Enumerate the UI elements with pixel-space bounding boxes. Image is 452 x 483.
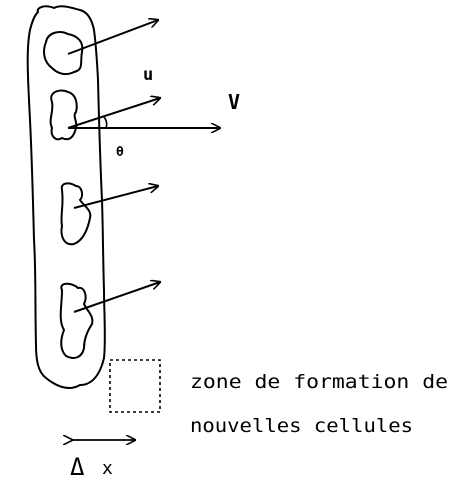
- cell-1-arrow: [67, 20, 158, 55]
- delta-x-label: x: [102, 458, 113, 479]
- label-v: V: [228, 90, 240, 114]
- cell-2: [49, 89, 78, 141]
- cell-4-arrow: [73, 282, 160, 313]
- zone-label-line2: nouvelles cellules: [190, 415, 413, 437]
- theta-angle-arc: [103, 116, 108, 129]
- label-u: u: [143, 65, 153, 85]
- zone-label-line1: zone de formation de: [190, 371, 448, 393]
- cell-3-arrow: [73, 186, 158, 209]
- cell-1: [43, 31, 84, 76]
- new-cell-zone-box: [109, 359, 161, 413]
- delta-symbol: Δ: [70, 453, 85, 481]
- cell-2-velocity-u-arrow: [67, 98, 160, 129]
- label-theta: θ: [116, 145, 124, 160]
- cell-4: [59, 282, 94, 359]
- storm-outline: [26, 5, 106, 389]
- cell-3: [60, 182, 92, 246]
